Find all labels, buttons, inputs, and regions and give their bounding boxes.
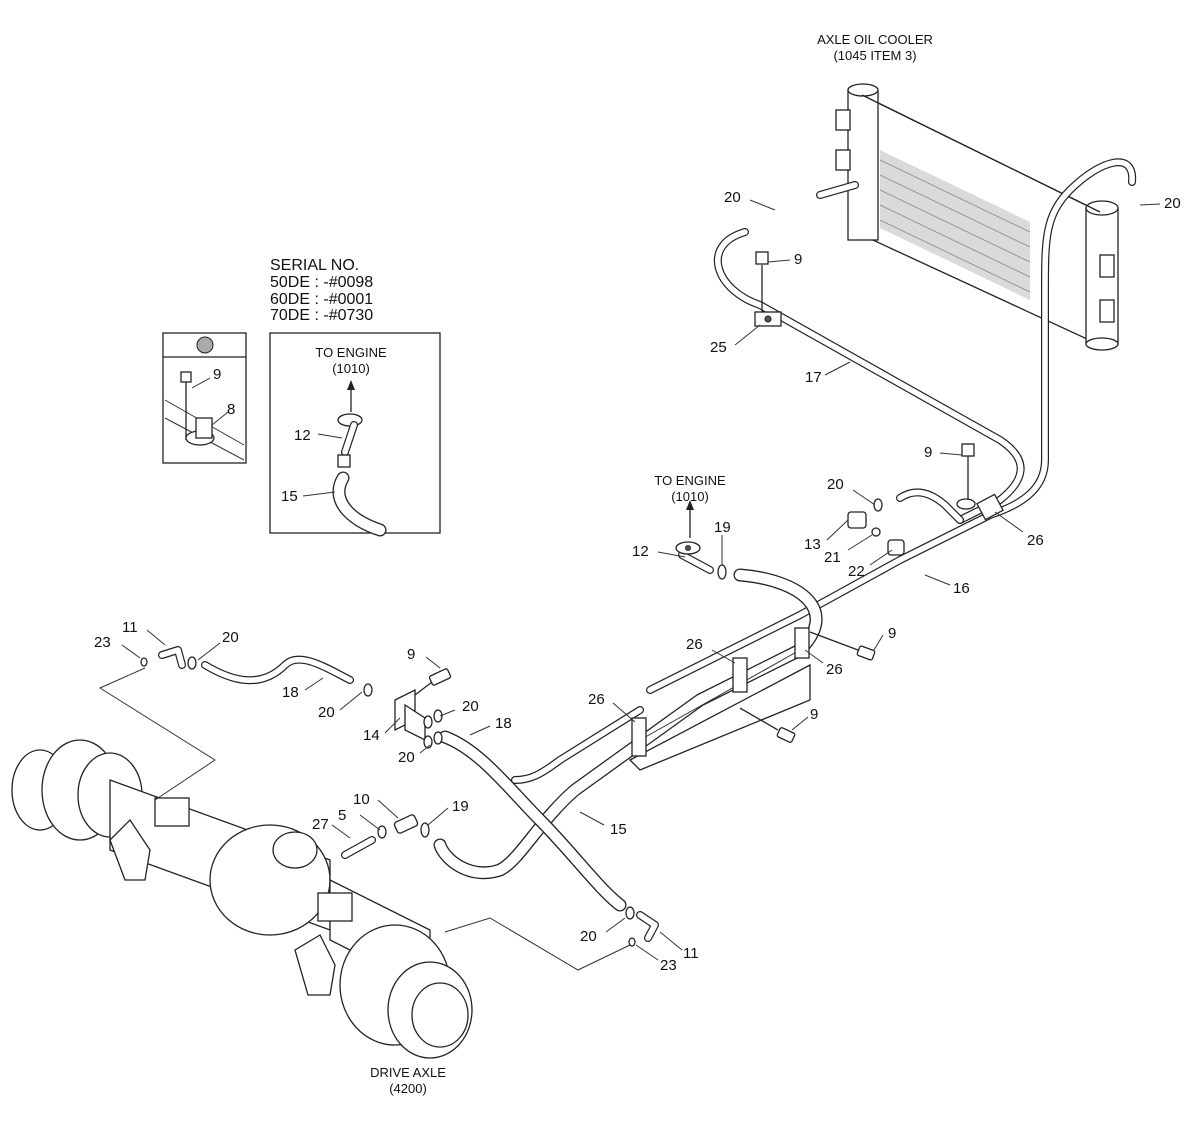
callout-20: 20	[462, 698, 479, 715]
bracket-14	[363, 668, 452, 749]
callout-27: 27	[312, 816, 329, 833]
callout-9: 9	[810, 706, 819, 723]
callout-23: 23	[94, 634, 111, 651]
fittings-10-5-27	[341, 814, 430, 859]
callout-25: 25	[710, 339, 727, 356]
callout-17: 17	[805, 369, 822, 386]
callout-26: 26	[826, 661, 843, 678]
cooler-caption: AXLE OIL COOLER (1045 ITEM 3)	[790, 32, 960, 63]
callout-20: 20	[827, 476, 844, 493]
callout-10: 10	[353, 791, 370, 808]
bolt-9-mid	[956, 443, 976, 510]
axle-caption-line1: DRIVE AXLE	[370, 1065, 446, 1080]
inset-engine-caption-line2: (1010)	[332, 360, 370, 376]
callout-20: 20	[724, 189, 741, 206]
serial-title: SERIAL NO.	[270, 257, 360, 274]
cooler-caption-line2: (1045 ITEM 3)	[833, 47, 917, 63]
callout-12: 12	[294, 427, 311, 444]
cooler-caption-line1: AXLE OIL COOLER	[817, 32, 933, 47]
axle-oil-cooler	[835, 83, 1119, 351]
callout-18: 18	[282, 684, 299, 701]
fittings-13-21-22	[847, 498, 905, 556]
inset-engine-detail	[269, 332, 441, 537]
bolts-9-lower	[739, 631, 876, 743]
hose-18-lower	[438, 730, 627, 912]
callout-20: 20	[398, 749, 415, 766]
callout-14: 14	[363, 727, 380, 744]
callout-5: 5	[338, 807, 347, 824]
callout-12: 12	[632, 543, 649, 560]
callout-19: 19	[714, 519, 731, 536]
inset-engine-caption: TO ENGINE (1010)	[296, 345, 406, 376]
callout-18: 18	[495, 715, 512, 732]
engine-fitting-12	[675, 500, 727, 580]
pipe-lower-return	[511, 706, 644, 784]
callout-15: 15	[281, 488, 298, 505]
callout-20: 20	[318, 704, 335, 721]
callout-9: 9	[407, 646, 416, 663]
serial-row: 70DE : -#0730	[270, 307, 374, 325]
bracket-plate	[628, 649, 811, 771]
callout-9: 9	[888, 625, 897, 642]
callout-20: 20	[1164, 195, 1181, 212]
callout-26: 26	[1027, 532, 1044, 549]
callout-11: 11	[122, 619, 138, 636]
elbow-11-left	[140, 646, 197, 670]
serial-number-block: SERIAL NO. 50DE : -#0098 60DE : -#0001 7…	[270, 257, 374, 325]
leader-lines	[98, 199, 1161, 971]
drive-axle	[11, 739, 473, 1059]
callout-26: 26	[588, 691, 605, 708]
callout-22: 22	[848, 563, 865, 580]
callout-20: 20	[222, 629, 239, 646]
callout-26: 26	[686, 636, 703, 653]
callout-23: 23	[660, 957, 677, 974]
inset-engine-caption-line1: TO ENGINE	[315, 345, 387, 360]
callout-9: 9	[213, 366, 222, 383]
callout-9: 9	[924, 444, 933, 461]
callout-13: 13	[804, 536, 821, 553]
axle-caption-line2: (4200)	[389, 1080, 427, 1096]
hose-15-lower	[433, 568, 823, 880]
callout-19: 19	[452, 798, 469, 815]
axle-caption: DRIVE AXLE (4200)	[348, 1065, 468, 1096]
serial-row: 60DE : -#0001	[270, 290, 374, 308]
serial-row: 50DE : -#0098	[270, 273, 374, 291]
callout-16: 16	[953, 580, 970, 597]
callout-9: 9	[794, 251, 803, 268]
engine-caption-line2: (1010)	[671, 488, 709, 504]
engine-caption-line1: TO ENGINE	[654, 473, 726, 488]
callout-21: 21	[824, 549, 841, 566]
callout-20: 20	[580, 928, 597, 945]
callout-15: 15	[610, 821, 627, 838]
callout-11: 11	[683, 945, 699, 962]
engine-caption: TO ENGINE (1010)	[635, 473, 745, 504]
elbow-11-bottom	[625, 906, 659, 947]
inset-clamp-detail	[162, 332, 247, 464]
pipe-18-left	[201, 655, 354, 685]
pipe-16-17-loop	[646, 158, 1137, 694]
callout-8: 8	[227, 401, 236, 418]
clamp-25	[754, 251, 782, 327]
